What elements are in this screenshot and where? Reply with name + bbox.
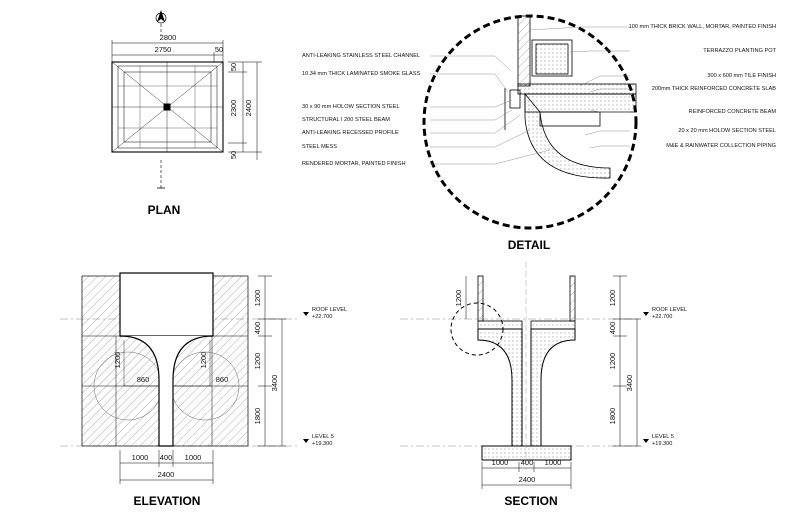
- elev-dim-bottom-1000-right: 1000: [185, 453, 202, 462]
- section-footing: [481, 445, 572, 461]
- north-arrow-icon: [155, 10, 167, 36]
- detail-view: ANTI-LEAKING STAINLESS STEEL CHANNEL 10.…: [302, 14, 777, 252]
- plan-dim-overall: 2800: [160, 33, 177, 42]
- detail-label-right-2: TERRAZZO PLANTING POT: [703, 48, 776, 54]
- elev-dim-3400: 3400: [270, 375, 279, 392]
- elev-inner-dim-right-1200: 1200: [199, 352, 208, 369]
- detail-label-left-5: ANTI-LEAKING RECESSED PROFILE: [302, 130, 399, 136]
- sect-dim-bottom-1000-left: 1000: [492, 458, 509, 467]
- elev-inner-dim-right-860: 860: [216, 375, 229, 384]
- detail-label-right-6: 20 x 20 mm HOLOW SECTION STEEL: [678, 128, 776, 134]
- sect-roof-level-value: +22.700: [652, 314, 672, 320]
- sect-dim-1800: 1800: [608, 408, 617, 425]
- elev-dim-1200-top: 1200: [253, 290, 262, 307]
- detail-label-left-1: ANTI-LEAKING STAINLESS STEEL CHANNEL: [302, 53, 420, 59]
- sect-dim-400: 400: [608, 322, 617, 335]
- elev-level5-value: +19.300: [312, 441, 332, 447]
- section-view: 1200 1200 400 1200 1800 3400 1000 400 10…: [400, 262, 687, 508]
- elev-dim-bottom-2400: 2400: [158, 470, 175, 479]
- detail-label-right-7: M&E & RAINWATER COLLECTION PIPING: [666, 143, 776, 149]
- plan-outline: [111, 61, 224, 153]
- sect-dim-3400: 3400: [625, 375, 634, 392]
- elev-inner-dim-left-1200: 1200: [113, 352, 122, 369]
- section-column-right: [530, 328, 576, 447]
- elevation-title: ELEVATION: [134, 494, 201, 508]
- plan-dim-right-overall: 2400: [244, 100, 253, 117]
- detail-label-left-4: STRUCTURAL I 200 STEEL BEAM: [302, 117, 390, 123]
- detail-label-left-3: 30 x 90 mm HOLOW SECTION STEEL: [302, 104, 400, 110]
- sect-dim-bottom-2400: 2400: [519, 475, 536, 484]
- section-column-left: [477, 328, 523, 447]
- sect-dim-1200-mid: 1200: [608, 353, 617, 370]
- elevation-column: [119, 335, 214, 447]
- plan-dim-right-top: 50: [229, 63, 238, 71]
- elev-dim-1800: 1800: [253, 408, 262, 425]
- plan-view: 2800 2750 50 50 2300 2400 50 PLAN: [111, 10, 262, 217]
- sect-roof-level-marker: ROOF LEVEL +22.700: [643, 307, 687, 320]
- detail-label-left-7: RENDERED MORTAR, PAINTED FINISH: [302, 161, 406, 167]
- elev-roof-level-value: +22.700: [312, 314, 332, 320]
- elev-dim-400: 400: [253, 322, 262, 335]
- section-title: SECTION: [504, 494, 557, 508]
- sect-level5-name: LEVEL 5: [652, 434, 674, 440]
- detail-label-right-5: REINFORCED CONCRETE BEAM: [689, 109, 777, 115]
- elev-roof-level-marker: ROOF LEVEL +22.700: [303, 307, 347, 320]
- elev-inner-dim-left-860: 860: [137, 375, 150, 384]
- section-dim-left-1200: 1200: [454, 290, 463, 307]
- plan-dim-edge: 50: [215, 45, 223, 54]
- elevation-planter: [119, 272, 214, 337]
- elev-dim-bottom-400: 400: [160, 453, 173, 462]
- elev-level5-marker: LEVEL 5 +19.300: [303, 434, 334, 447]
- detail-title: DETAIL: [508, 238, 550, 252]
- sect-roof-level-name: ROOF LEVEL: [652, 307, 687, 313]
- sect-level5-marker: LEVEL 5 +19.300: [643, 434, 674, 447]
- elevation-view: 1200 400 1200 1800 3400 1200 860 1200 86…: [60, 272, 347, 508]
- detail-label-right-3: 300 x 600 mm TILE FINISH: [707, 73, 776, 79]
- sect-dim-1200-top: 1200: [608, 290, 617, 307]
- elev-dim-1200-mid: 1200: [253, 353, 262, 370]
- detail-label-right-1: 100 mm THICK BRICK WALL, MORTAR, PAINTED…: [629, 24, 776, 30]
- detail-construction: [504, 15, 637, 179]
- sect-dim-bottom-1000-right: 1000: [545, 458, 562, 467]
- section-detail-callout: [450, 302, 504, 356]
- sect-level5-value: +19.300: [652, 441, 672, 447]
- detail-label-right-4: 200mm THICK REINFORCED CONCRETE SLAB: [652, 86, 776, 92]
- plan-dim-right-mid: 2300: [229, 100, 238, 117]
- plan-dim-right-bottom: 50: [229, 151, 238, 159]
- detail-label-left-6: STEEL MESS: [302, 144, 337, 150]
- detail-label-left-2: 10.34 mm THICK LAMINATED SMOKE GLASS: [302, 71, 420, 77]
- elev-dim-bottom-1000-left: 1000: [132, 453, 149, 462]
- sect-dim-bottom-400: 400: [521, 458, 534, 467]
- elev-roof-level-name: ROOF LEVEL: [312, 307, 347, 313]
- plan-dim-inner: 2750: [155, 45, 172, 54]
- plan-title: PLAN: [148, 203, 181, 217]
- elev-level5-name: LEVEL 5: [312, 434, 334, 440]
